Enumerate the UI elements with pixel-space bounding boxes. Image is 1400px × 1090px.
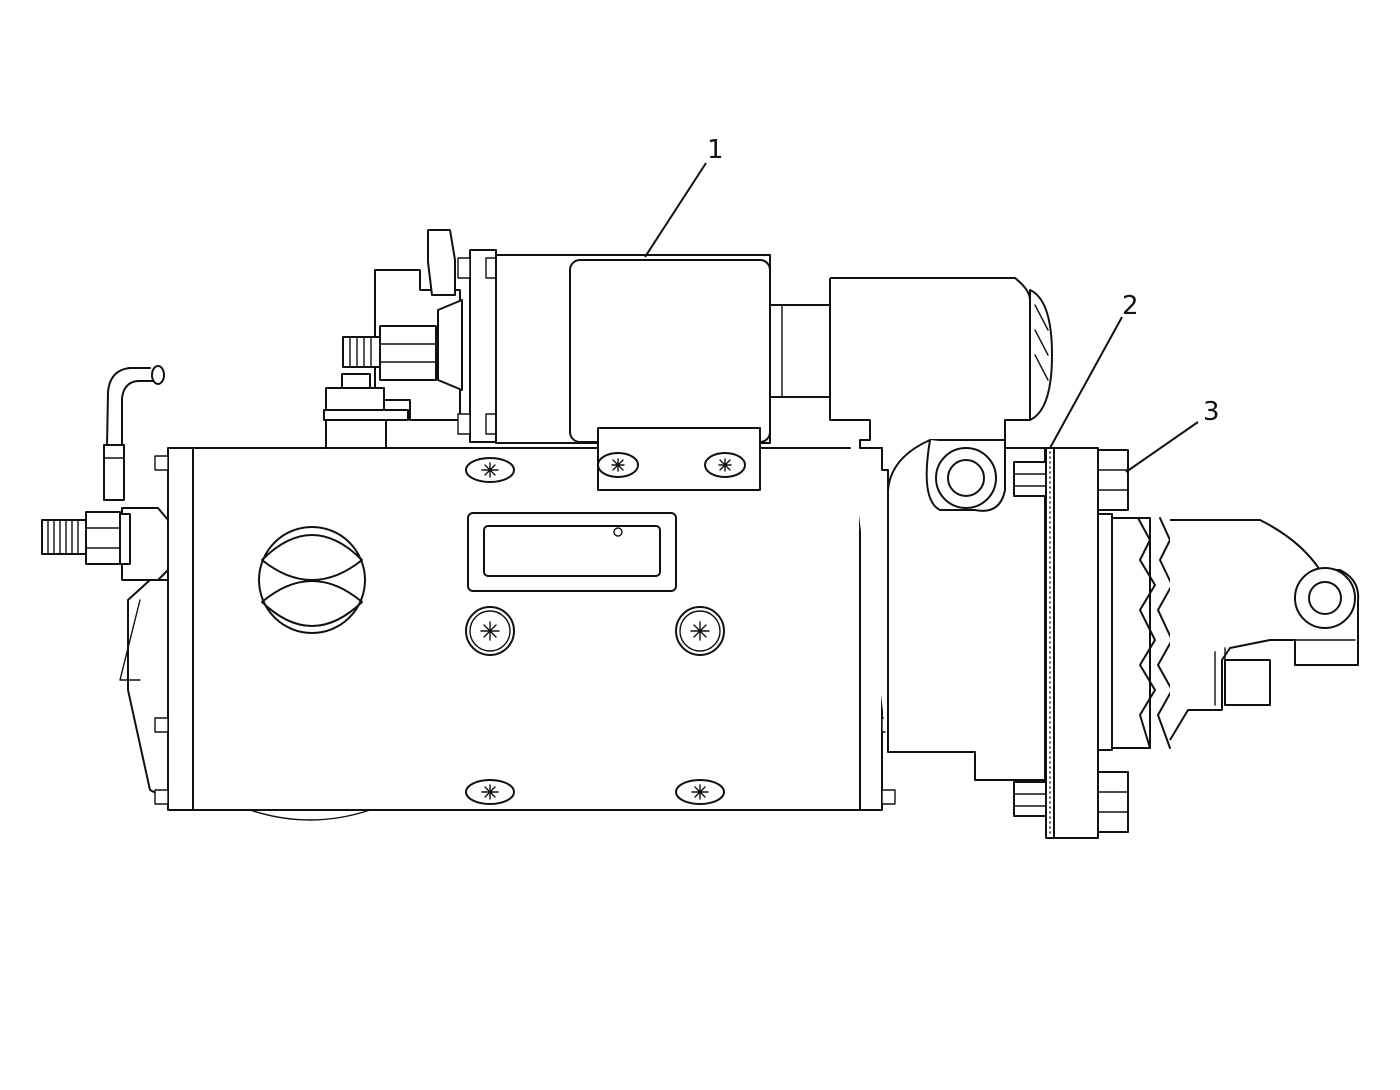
solenoid-body: [495, 254, 833, 491]
flange-bolts: [1097, 449, 1129, 833]
callout-3: 3: [1125, 397, 1220, 473]
nose-housing: [1097, 513, 1360, 751]
drive-housing: [829, 277, 1053, 781]
callout-2-label: 2: [1122, 291, 1139, 321]
callout-1: 1: [644, 135, 724, 258]
mounting-flange: [1013, 447, 1099, 839]
ground-wire: [103, 365, 165, 501]
terminal-stud: [41, 511, 131, 565]
nameplate: [467, 512, 677, 592]
housing-screws: [465, 457, 725, 805]
field-housing: [167, 447, 883, 821]
callout-2: 2: [1049, 291, 1139, 449]
rear-end-cap: [119, 507, 171, 801]
callout-3-label: 3: [1203, 397, 1220, 427]
solenoid-flange: [457, 249, 499, 443]
callout-1-label: 1: [707, 135, 724, 165]
logo-emblem: [258, 526, 366, 634]
solenoid-terminal-bracket: [323, 229, 463, 449]
